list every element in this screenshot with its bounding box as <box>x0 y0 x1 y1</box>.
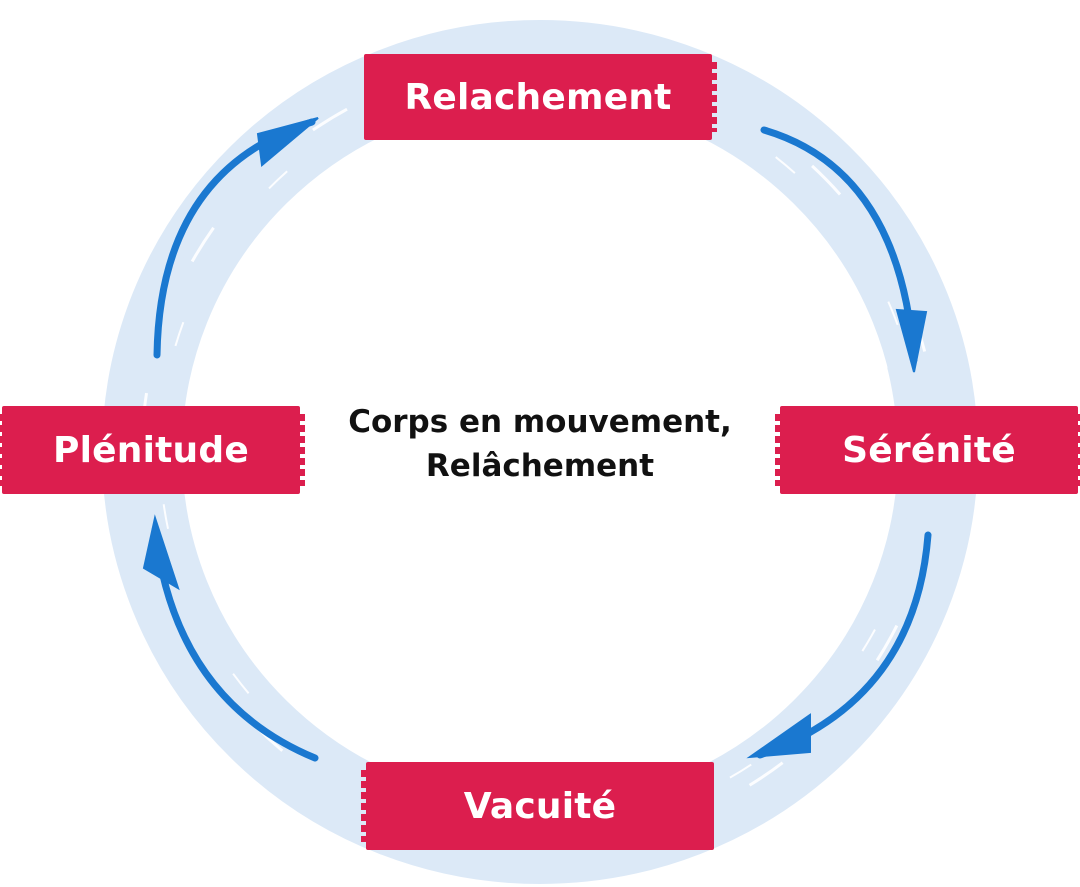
arrowhead-relachement <box>256 117 319 167</box>
center-caption-line-1: Corps en mouvement, <box>348 404 732 440</box>
center-caption: Corps en mouvement, Relâchement <box>320 400 760 488</box>
node-label: Plénitude <box>53 429 249 471</box>
node-plenitude: Plénitude <box>0 406 305 494</box>
node-relachement: Relachement <box>364 54 717 140</box>
arrowhead-vacuite <box>746 713 811 759</box>
arrowhead-plenitude <box>142 514 180 591</box>
center-caption-line-2: Relâchement <box>425 448 655 484</box>
arrowhead-serenite <box>895 308 928 373</box>
node-label: Vacuité <box>463 785 617 827</box>
node-vacuite: Vacuité <box>361 762 714 850</box>
node-label: Sérénité <box>842 429 1016 471</box>
node-serenite: Sérénité <box>775 406 1080 494</box>
arrows <box>142 117 932 762</box>
node-label: Relachement <box>404 76 672 118</box>
